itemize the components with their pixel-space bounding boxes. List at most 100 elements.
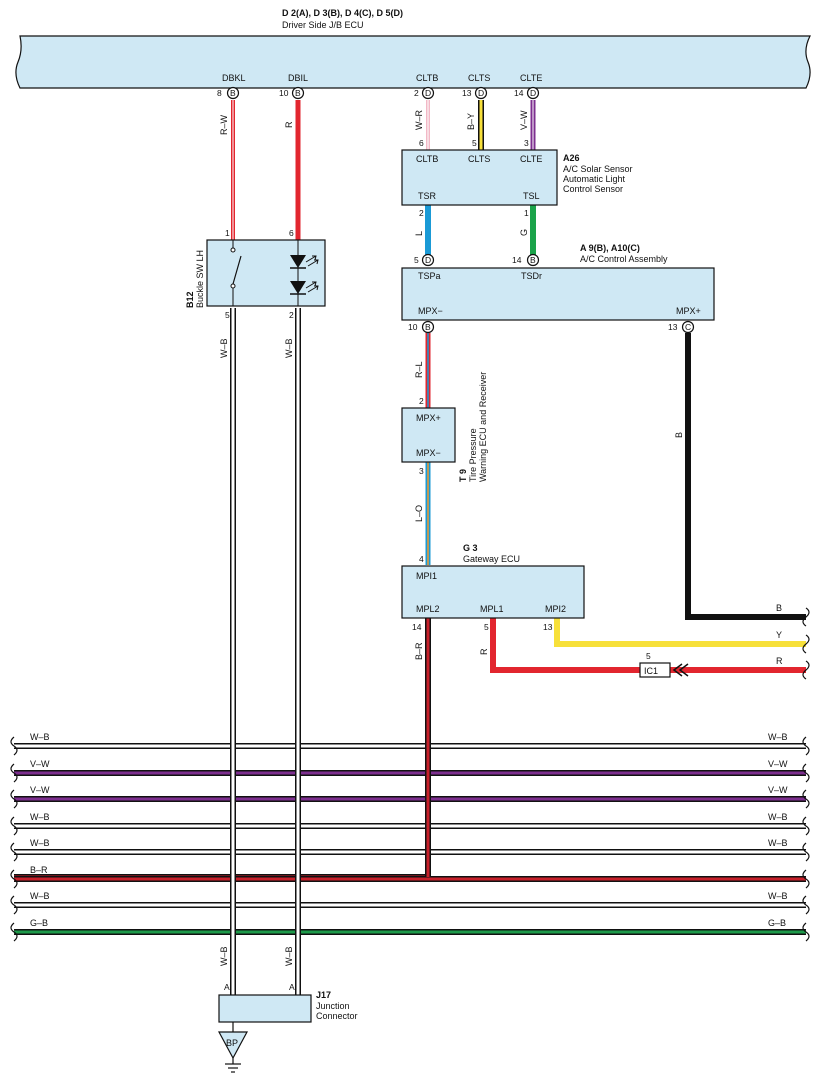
g3-term-mpl1: MPL1 xyxy=(480,604,504,614)
right-break-marks xyxy=(802,607,810,680)
bus-label-left-6: W–B xyxy=(30,891,50,901)
top-pin-conn-cltb: D xyxy=(425,88,431,98)
right-wire-r: R xyxy=(776,656,783,666)
bus-label-right-0: W–B xyxy=(768,732,788,742)
ic1-connector: IC1 5 xyxy=(639,651,689,678)
wire-label-wb3: W–B xyxy=(219,946,229,966)
top-connectors: 8 B 10 B 2 D 13 D 14 D xyxy=(217,86,540,100)
bus-break-r-4 xyxy=(802,842,810,862)
a9-pin-in-2: 14 xyxy=(512,255,522,265)
wire-label-lo: L–O xyxy=(414,505,424,522)
top-pin-num-dbkl: 8 xyxy=(217,88,222,98)
ground-label: BP xyxy=(226,1038,238,1048)
g3-term-mpi2: MPI2 xyxy=(545,604,566,614)
t9-term-mpx-plus: MPX+ xyxy=(416,413,441,423)
a26-name-1: A/C Solar Sensor xyxy=(563,164,633,174)
wire-labels: R–W R W–R B–Y V–W L G R–L L–O B B–R R W–… xyxy=(219,110,783,967)
t9-term-mpx-minus: MPX− xyxy=(416,448,441,458)
a9-code: A 9(B), A10(C) xyxy=(580,243,640,253)
wire-label-r: R xyxy=(284,121,294,128)
a9-term-tsdr: TSDr xyxy=(521,271,542,281)
a9-pin-out-1-conn: B xyxy=(425,322,431,332)
ic1-pin: 5 xyxy=(646,651,651,661)
wire-label-by: B–Y xyxy=(466,113,476,130)
a9-ac-control-assembly: A 9(B), A10(C) A/C Control Assembly 5 D … xyxy=(401,243,715,334)
t9-name-2: Warning ECU and Receiver xyxy=(478,372,488,482)
a26-term-tsl: TSL xyxy=(523,191,540,201)
top-pin-conn-dbil: B xyxy=(295,88,301,98)
pin-label-dbkl: DBKL xyxy=(222,73,246,83)
top-pin-labels: DBKL DBIL CLTB CLTS CLTE xyxy=(222,73,542,83)
a26-pin-3: 3 xyxy=(524,138,529,148)
a26-term-clte: CLTE xyxy=(520,154,542,164)
t9-pin-2: 2 xyxy=(419,396,424,406)
bus-label-left-0: W–B xyxy=(30,732,50,742)
g3-term-mpl2: MPL2 xyxy=(416,604,440,614)
a26-pin-1: 1 xyxy=(524,208,529,218)
b12-pin-1: 1 xyxy=(225,228,230,238)
bus-break-r-1 xyxy=(802,763,810,783)
right-wire-b: B xyxy=(776,603,782,613)
bus-break-l-6 xyxy=(10,895,18,915)
connector-dbil xyxy=(291,86,305,100)
bus-label-left-7: G–B xyxy=(30,918,48,928)
a9-pin-out-2: 13 xyxy=(668,322,678,332)
led-icon-1 xyxy=(290,255,306,268)
bus-label-right-2: V–W xyxy=(768,785,788,795)
ground-bp: BP xyxy=(217,1022,249,1073)
right-wire-y: Y xyxy=(776,630,782,640)
j17-junction-connector: A A J17 Junction Connector xyxy=(218,982,358,1023)
a9-term-mpx-minus: MPX− xyxy=(418,306,443,316)
wire-label-rl: R–L xyxy=(414,361,424,378)
vertical-overlays xyxy=(230,730,431,940)
t9-code: T 9 xyxy=(458,469,468,482)
wire-label-r2: R xyxy=(479,648,489,655)
top-pin-num-clts: 13 xyxy=(462,88,472,98)
wire-label-rw: R–W xyxy=(219,114,229,135)
bus-break-r-7 xyxy=(802,922,810,942)
g3-pin-4: 4 xyxy=(419,554,424,564)
a9-pin-in-1: 5 xyxy=(414,255,419,265)
a26-term-clts: CLTS xyxy=(468,154,490,164)
top-pin-conn-clte: D xyxy=(530,88,536,98)
wire-label-b: B xyxy=(674,432,684,438)
bus-label-left-1: V–W xyxy=(30,759,50,769)
connector-cltb xyxy=(421,86,435,100)
t9-name-1: Tire Pressure xyxy=(468,428,478,482)
t9-pin-3: 3 xyxy=(419,466,424,476)
bus-break-r-0 xyxy=(802,736,810,756)
a9-pin-in-1-conn: D xyxy=(425,255,431,265)
a26-name-2: Automatic Light xyxy=(563,174,626,184)
wire-label-l: L xyxy=(414,231,424,236)
bus-label-right-3: W–B xyxy=(768,812,788,822)
ic1-label: IC1 xyxy=(644,666,658,676)
top-pin-num-clte: 14 xyxy=(514,88,524,98)
wires xyxy=(14,100,806,995)
a9-pin-in-2-conn: B xyxy=(530,255,536,265)
a9-pin-out-2-conn: C xyxy=(685,322,691,332)
g3-gateway-ecu: G 3 Gateway ECU 4 MPI1 MPL2 MPL1 MPI2 14… xyxy=(401,543,585,632)
g3-pin-14: 14 xyxy=(412,622,422,632)
connector-dbkl xyxy=(226,86,240,100)
top-ecu-name: Driver Side J/B ECU xyxy=(282,20,364,30)
t9-tire-pressure-ecu: 2 MPX+ MPX− 3 T 9 Tire Pressure Warning … xyxy=(401,372,488,482)
wire-label-wb2: W–B xyxy=(284,338,294,358)
a26-pin-6: 6 xyxy=(419,138,424,148)
j17-pin-a2: A xyxy=(289,982,295,992)
top-pin-conn-clts: D xyxy=(478,88,484,98)
g3-pin-5: 5 xyxy=(484,622,489,632)
top-ecu-code: D 2(A), D 3(B), D 4(C), D 5(D) xyxy=(282,8,403,18)
a9-pin-out-1: 10 xyxy=(408,322,418,332)
a9-term-mpx-plus: MPX+ xyxy=(676,306,701,316)
j17-code: J17 xyxy=(316,990,331,1000)
top-pin-conn-dbkl: B xyxy=(230,88,236,98)
switch-contact xyxy=(232,255,242,285)
top-pin-num-dbil: 10 xyxy=(279,88,289,98)
g3-pin-13: 13 xyxy=(543,622,553,632)
bus-break-l-4 xyxy=(10,842,18,862)
j17-pin-a1: A xyxy=(224,982,230,992)
a26-code: A26 xyxy=(563,153,580,163)
wire-label-g: G xyxy=(519,229,529,236)
